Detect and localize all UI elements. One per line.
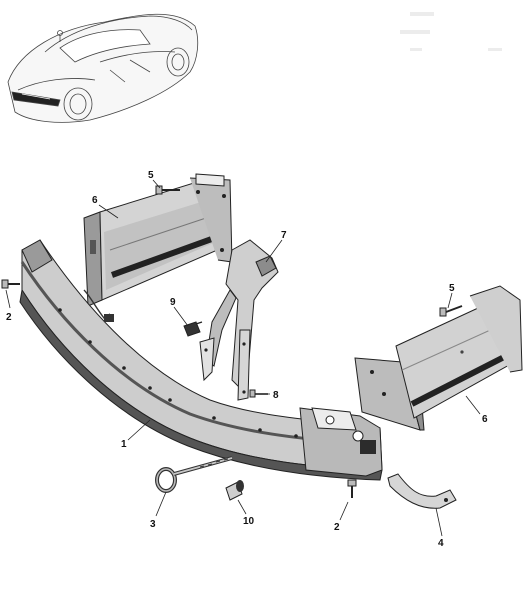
- bolt-2-lower: [347, 479, 357, 498]
- callout-label: 8: [273, 390, 279, 401]
- strap-bracket-4: [387, 473, 457, 509]
- bolt-8: [249, 389, 268, 398]
- leader-lines: [5, 179, 481, 537]
- towing-eye-3: [155, 456, 233, 493]
- faint-header-marks: [400, 12, 502, 51]
- bumper-beam-1: [19, 239, 383, 481]
- callout-label: 3: [150, 519, 156, 530]
- callout-label: 9: [170, 297, 176, 308]
- crash-can-left: [83, 173, 233, 307]
- callout-label: 2: [334, 522, 340, 533]
- crash-can-right: [354, 285, 523, 431]
- callout-label: 5: [148, 170, 154, 181]
- callout-label: 6: [92, 195, 98, 206]
- bolt-5-right: [439, 305, 463, 317]
- callout-label: 6: [482, 414, 488, 425]
- callout-label: 1: [121, 439, 127, 450]
- callout-label: 4: [438, 538, 444, 549]
- bracket-7: [199, 239, 279, 401]
- callout-label: 5: [449, 283, 455, 294]
- callout-label: 10: [243, 516, 255, 527]
- callout-label: 7: [281, 230, 287, 241]
- cap-10: [225, 480, 244, 501]
- vehicle-thumbnail: [7, 13, 199, 123]
- bolt-5-upper: [155, 185, 180, 195]
- bolt-2-left: [1, 279, 20, 289]
- callout-label: 2: [6, 312, 12, 323]
- callout-labels: 5 6 7 2 9 5 8 6 1 3 10 2 4: [6, 170, 488, 549]
